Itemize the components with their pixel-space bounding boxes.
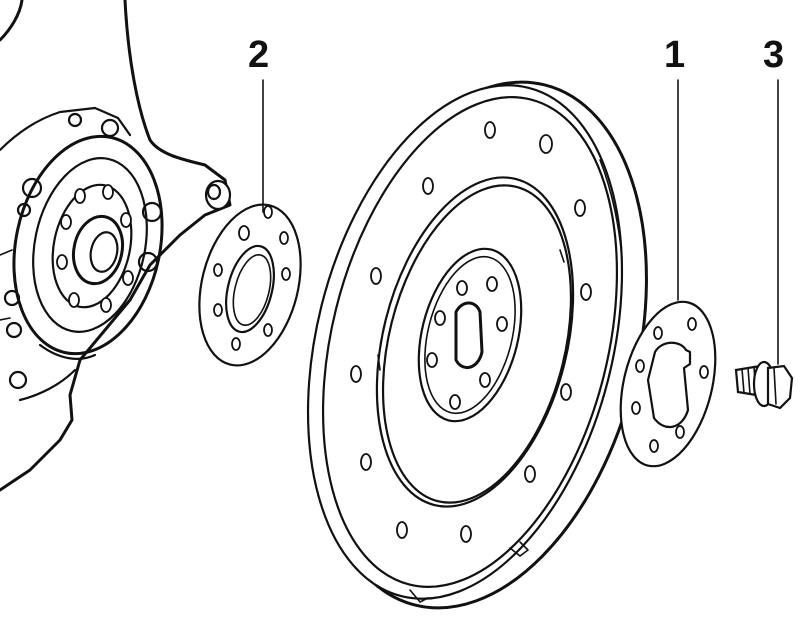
rear-spacer-washer — [619, 300, 717, 468]
callout-number-1: 1 — [664, 34, 686, 76]
front-spacer-plate — [198, 203, 302, 367]
mounting-bolt — [734, 360, 794, 410]
callout-number-2: 2 — [248, 34, 270, 76]
callout-number-3: 3 — [763, 34, 785, 76]
engine-crankshaft-housing — [0, 0, 232, 492]
drive-plate — [306, 80, 648, 610]
